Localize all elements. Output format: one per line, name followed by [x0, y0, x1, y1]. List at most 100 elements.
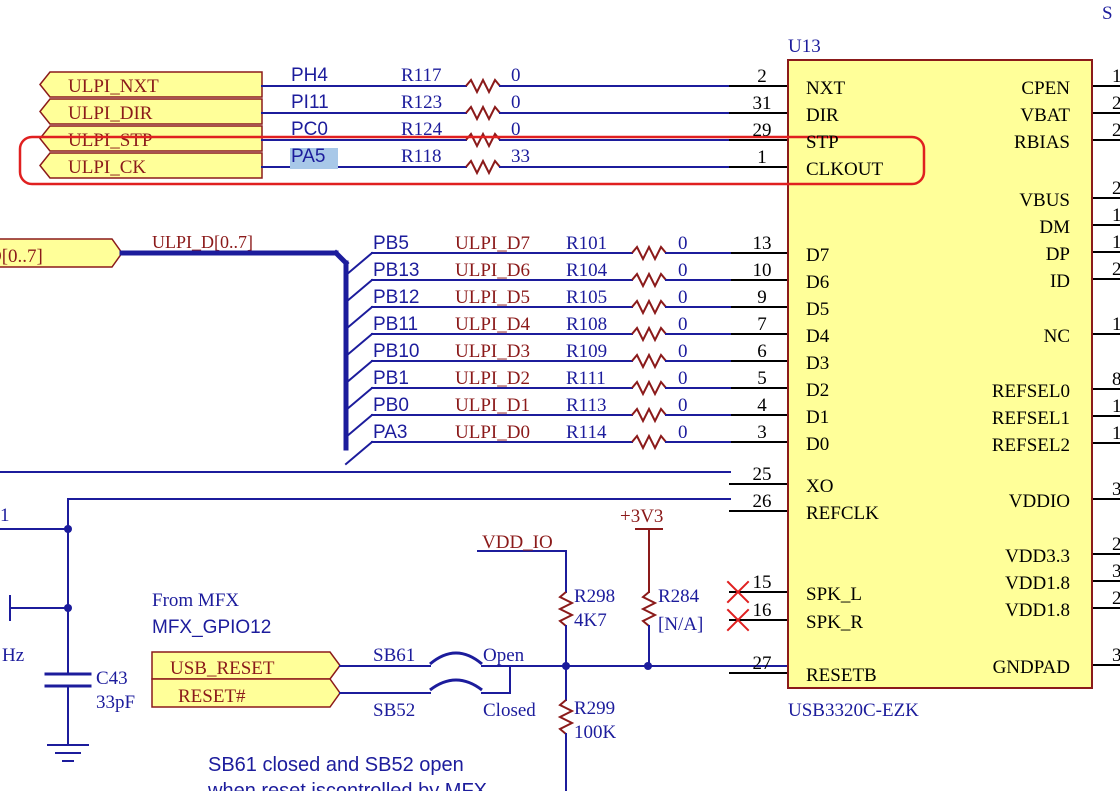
chip-rpin-name-11: VDDIO	[1009, 491, 1070, 512]
chip-pin-num-15: 16	[753, 600, 772, 621]
chip-rpin-name-9: REFSEL1	[992, 408, 1070, 429]
r298-val: 4K7	[574, 610, 607, 631]
chip-rpin-num-7: 1	[1112, 314, 1120, 335]
ctrl-pin-2: PC0	[291, 119, 328, 140]
bus-port-text: D[0..7]	[0, 246, 43, 267]
bus-entry-3	[344, 332, 374, 358]
chip-pin-num-9: 5	[757, 368, 767, 389]
ctrl-res-3	[465, 158, 501, 176]
bus-net-7: ULPI_D0	[455, 422, 530, 443]
chip-rpin-name-15: GNDPAD	[993, 657, 1070, 678]
chip-rpin-name-5: DP	[1046, 244, 1070, 265]
chip-pin-name-12: XO	[806, 476, 833, 497]
chip-rpin-num-11: 3	[1112, 479, 1120, 500]
junction-xtal	[64, 525, 72, 533]
bus-res-4	[631, 352, 667, 370]
bus-res-ref-2: R105	[566, 287, 607, 308]
chip-part: USB3320C-EZK	[788, 700, 919, 721]
chip-rpin-num-13: 3	[1112, 561, 1120, 582]
ctrl-res-0	[465, 77, 501, 95]
ctrl-port-3	[39, 152, 263, 179]
chip-rpin-num-15: 3	[1112, 645, 1120, 666]
chip-rpin-num-12: 2	[1112, 534, 1120, 555]
usb3320-chip	[787, 59, 1093, 689]
from-mfx-label: From MFX	[152, 590, 239, 611]
ctrl-res-ref-0: R117	[401, 65, 441, 86]
bus-res-ref-3: R108	[566, 314, 607, 335]
chip-pin-num-2: 29	[753, 120, 772, 141]
chip-pin-num-0: 2	[757, 66, 767, 87]
bus-res-val-5: 0	[678, 368, 688, 389]
chip-rpin-num-0: 1	[1112, 66, 1120, 87]
chip-pin-num-6: 9	[757, 287, 767, 308]
bus-entry-0	[344, 251, 374, 277]
bus-pin-3: PB11	[373, 314, 418, 335]
ctrl-port-2-text: ULPI_STP	[68, 130, 152, 151]
ctrl-res-val-0: 0	[511, 65, 521, 86]
chip-rpin-num-3: 2	[1112, 178, 1120, 199]
chip-pin-num-11: 3	[757, 422, 767, 443]
ctrl-port-0-text: ULPI_NXT	[68, 76, 159, 97]
bus-pin-2: PB12	[373, 287, 419, 308]
chip-pin-name-0: NXT	[806, 78, 845, 99]
bus-entry-2	[344, 305, 374, 331]
bus-pin-7: PA3	[373, 422, 408, 443]
chip-pin-name-1: DIR	[806, 105, 839, 126]
ctrl-res-ref-2: R124	[401, 119, 443, 140]
bus-res-ref-7: R114	[566, 422, 607, 443]
chip-body	[787, 59, 1093, 689]
ctrl-port-3-text: ULPI_CK	[68, 157, 146, 178]
r298-symbol	[557, 591, 575, 627]
chip-rpin-name-12: VDD3.3	[1005, 546, 1070, 567]
clk-highlight-box	[18, 135, 926, 186]
sb61-jumper	[429, 651, 483, 666]
chip-rpin-num-10: 1	[1112, 423, 1120, 444]
r284-symbol	[640, 591, 658, 627]
chip-rpin-num-5: 1	[1112, 232, 1120, 253]
bus-entry-6	[344, 413, 374, 439]
chip-rpin-name-14: VDD1.8	[1005, 600, 1070, 621]
chip-pin-name-8: D3	[806, 353, 829, 374]
chip-rpin-name-7: NC	[1044, 326, 1070, 347]
bus-res-val-7: 0	[678, 422, 688, 443]
bus-res-val-0: 0	[678, 233, 688, 254]
bus-res-ref-5: R111	[566, 368, 606, 389]
reset-port-usb	[151, 651, 341, 680]
bus-net-2: ULPI_D5	[455, 287, 530, 308]
ctrl-res-ref-1: R123	[401, 92, 442, 113]
chip-pin-name-11: D0	[806, 434, 829, 455]
closed-label: Closed	[483, 700, 536, 721]
chip-rpin-name-1: VBAT	[1020, 105, 1070, 126]
chip-pin-num-1: 31	[753, 93, 772, 114]
bus-res-2	[631, 298, 667, 316]
bus-res-val-4: 0	[678, 341, 688, 362]
reset-port-rst	[151, 678, 341, 708]
chip-pin-name-3: CLKOUT	[806, 159, 883, 180]
note-line-2: when reset iscontrolled by MFX	[207, 780, 487, 791]
bus-res-ref-0: R101	[566, 233, 607, 254]
bus-pin-4: PB10	[373, 341, 419, 362]
bus-res-ref-4: R109	[566, 341, 607, 362]
chip-pin-name-16: RESETB	[806, 665, 877, 686]
bus-entry-4	[344, 359, 374, 385]
bus-net-0: ULPI_D7	[455, 233, 530, 254]
bus-res-7	[631, 433, 667, 451]
chip-rpin-num-6: 2	[1112, 259, 1120, 280]
ctrl-port-2	[39, 125, 263, 152]
ctrl-port-0	[39, 71, 263, 98]
chip-pin-num-3: 1	[757, 147, 767, 168]
chip-rpin-num-1: 2	[1112, 93, 1120, 114]
chip-pin-name-10: D1	[806, 407, 829, 428]
bus-label: ULPI_D[0..7]	[152, 232, 253, 252]
nc-cross-b-0	[726, 580, 750, 604]
bus-res-3	[631, 325, 667, 343]
ctrl-pin-0: PH4	[291, 65, 328, 86]
r299-symbol	[557, 699, 575, 735]
bus-res-ref-1: R104	[566, 260, 608, 281]
r298-ref: R298	[574, 586, 615, 607]
note-line-1: SB61 closed and SB52 open	[208, 754, 464, 776]
v33-label: +3V3	[620, 506, 663, 527]
nc-cross-b-1	[726, 608, 750, 632]
chip-pin-num-12: 25	[753, 464, 772, 485]
r299-ref: R299	[574, 698, 615, 719]
